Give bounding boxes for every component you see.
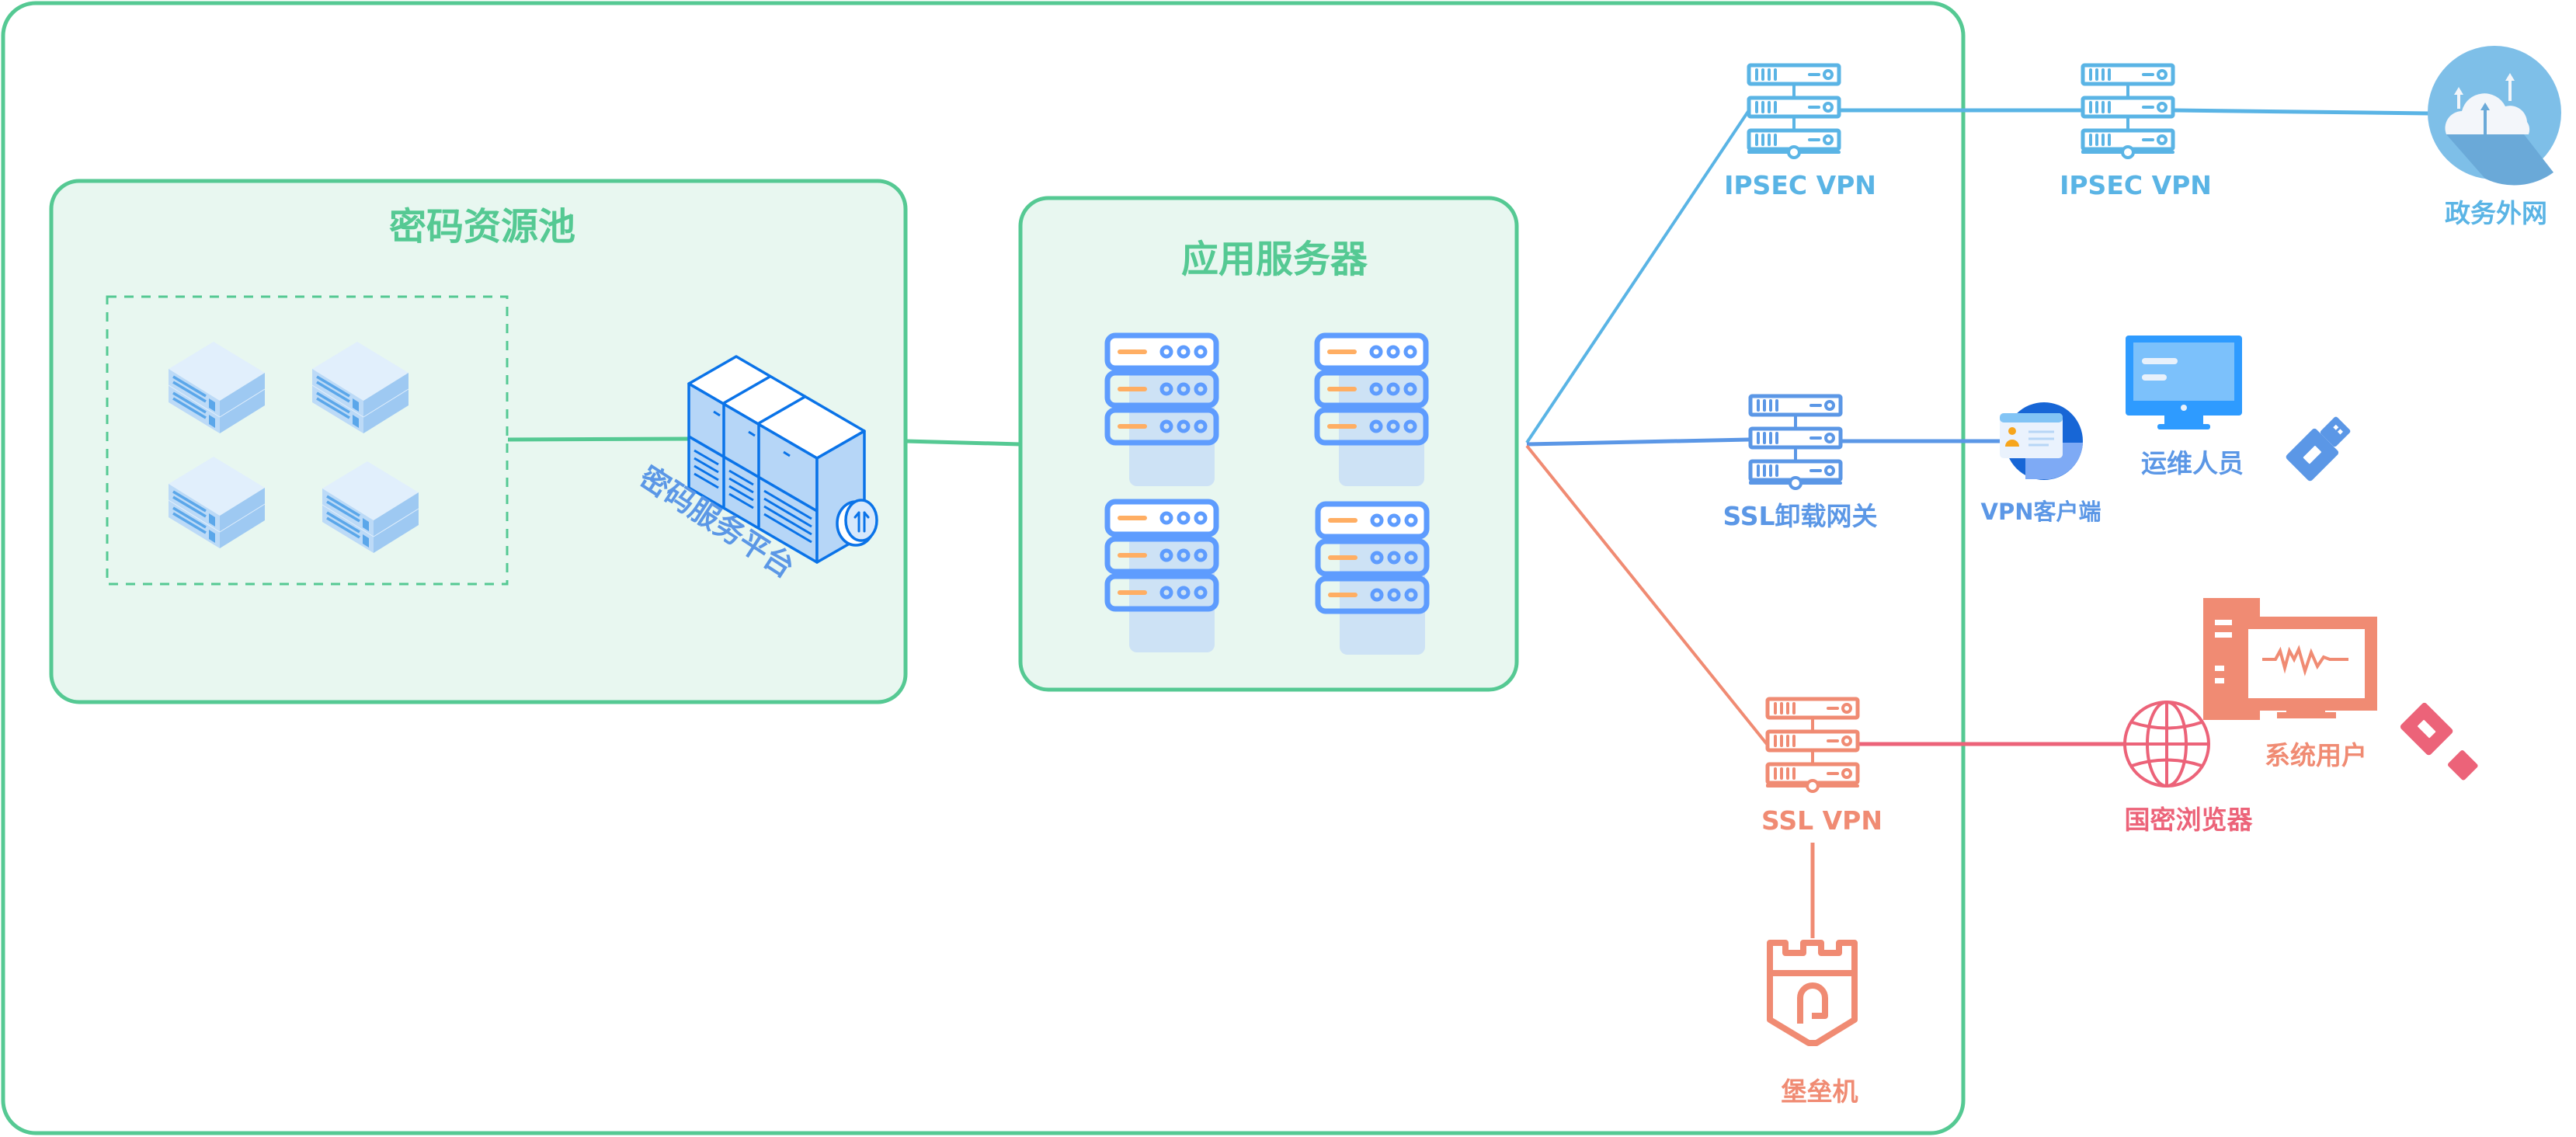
ops-staff-label: 运维人员 bbox=[2141, 448, 2244, 478]
ssl-gateway-label: SSL卸载网关 bbox=[1723, 501, 1878, 531]
vpn-client-label: VPN客户端 bbox=[1980, 499, 2101, 525]
gov-extranet-label: 政务外网 bbox=[2445, 198, 2547, 228]
usb-key-icon bbox=[2286, 416, 2351, 482]
bastion-host-label: 堡垒机 bbox=[1781, 1076, 1858, 1107]
resource-pool-dashed-area bbox=[106, 295, 509, 586]
ssl-vpn-label: SSL VPN bbox=[1761, 805, 1882, 836]
server-cabinet-icon bbox=[687, 355, 878, 564]
link-ssl-vpn bbox=[1525, 444, 1768, 746]
monitor-icon bbox=[2126, 336, 2242, 429]
ipsec-vpn-internal-icon bbox=[1749, 65, 1839, 158]
globe-icon bbox=[2123, 701, 2210, 788]
castle-shield-icon bbox=[1767, 940, 1858, 1046]
usb-key-icon bbox=[2400, 702, 2478, 781]
system-user-label: 系统用户 bbox=[2265, 740, 2367, 770]
sm-browser-label: 国密浏览器 bbox=[2124, 805, 2253, 835]
desktop-computer-icon bbox=[2203, 598, 2377, 720]
ipsec-vpn-external-icon bbox=[2083, 65, 2173, 158]
link-ipsec-extranet bbox=[2174, 108, 2430, 116]
datacenter-boundary bbox=[1, 1, 1966, 1135]
ssl-vpn-icon bbox=[1768, 699, 1858, 791]
link-ssl-gateway bbox=[1526, 437, 1750, 447]
id-card-icon bbox=[2000, 402, 2083, 480]
crypto-pool-title: 密码资源池 bbox=[388, 205, 576, 249]
cloud-icon bbox=[2428, 46, 2561, 186]
ssl-gateway-icon bbox=[1750, 396, 1841, 489]
app-servers-title: 应用服务器 bbox=[1180, 238, 1368, 281]
connector-platform-appservers bbox=[905, 439, 1021, 447]
ipsec-vpn-external-label: IPSEC VPN bbox=[2060, 170, 2212, 200]
link-ipsec bbox=[1525, 109, 1750, 444]
connector-pool-platform bbox=[507, 436, 690, 442]
ipsec-vpn-internal-label: IPSEC VPN bbox=[1724, 170, 1876, 200]
